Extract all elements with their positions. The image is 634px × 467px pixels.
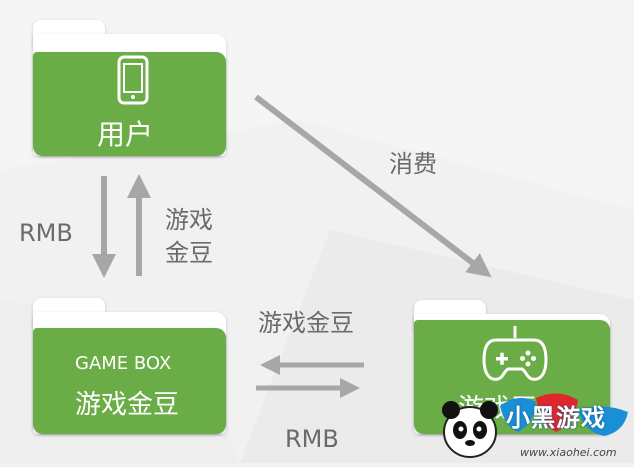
user-label: 用户	[97, 118, 154, 151]
watermark-brand: 小黑游戏	[506, 404, 606, 432]
user-folder: 用户	[33, 20, 226, 156]
beans-label-up: 游戏金豆	[165, 206, 213, 267]
watermark-url: www.xiaohei.com	[520, 446, 617, 459]
rmb-label-left: RMB	[19, 219, 73, 247]
xiaohei-watermark: 小黑游戏 www.xiaohei.com	[438, 388, 634, 463]
gamepad-icon	[482, 326, 548, 381]
panda-logo-icon	[442, 393, 628, 458]
consume-label: 消费	[389, 150, 437, 178]
beans-label-mid: 游戏金豆	[258, 309, 354, 337]
smartphone-icon	[117, 55, 149, 105]
gamebox-subtitle: 游戏金豆	[75, 390, 180, 420]
consume-arrow	[254, 94, 492, 278]
rmb-label-bottom: RMB	[285, 425, 339, 453]
gamebox-title: GAME BOX	[75, 353, 172, 374]
gamebox-folder: GAME BOX 游戏金豆	[33, 298, 226, 434]
